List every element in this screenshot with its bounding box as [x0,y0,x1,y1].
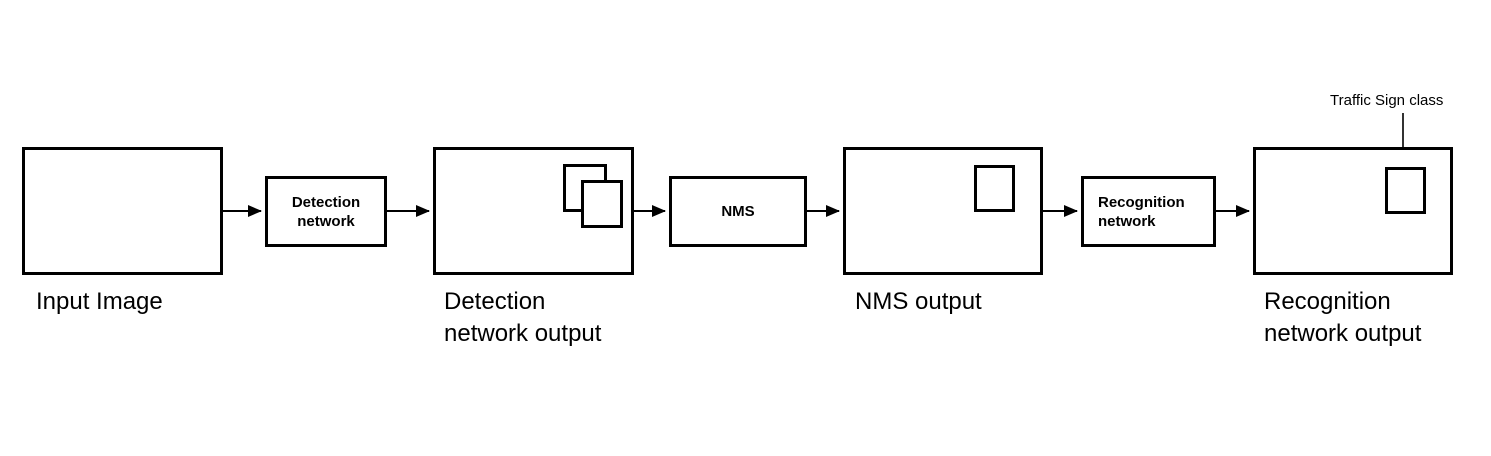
caption-nms-output: NMS output [855,288,982,315]
input-image-frame [22,147,223,275]
detection-network-output-frame [433,147,634,275]
detection-network-block[interactable]: Detection network [265,176,387,247]
recognition-network-label: Recognition network [1098,193,1185,230]
nms-output-frame [843,147,1043,275]
recognition-bbox-1 [1385,167,1426,214]
detection-bbox-2 [581,180,623,228]
annotation-traffic-sign-class: Traffic Sign class [1330,92,1444,109]
detection-network-label: Detection network [291,193,361,230]
recognition-network-output-frame [1253,147,1453,275]
nms-label: NMS [721,203,755,220]
nms-bbox-1 [974,165,1015,212]
recognition-network-block[interactable]: Recognition network [1081,176,1216,247]
caption-recognition-network-output: Recognition network output [1264,288,1422,347]
caption-detection-network-output: Detection network output [444,288,602,347]
caption-input-image: Input Image [36,288,163,315]
nms-block[interactable]: NMS [669,176,807,247]
